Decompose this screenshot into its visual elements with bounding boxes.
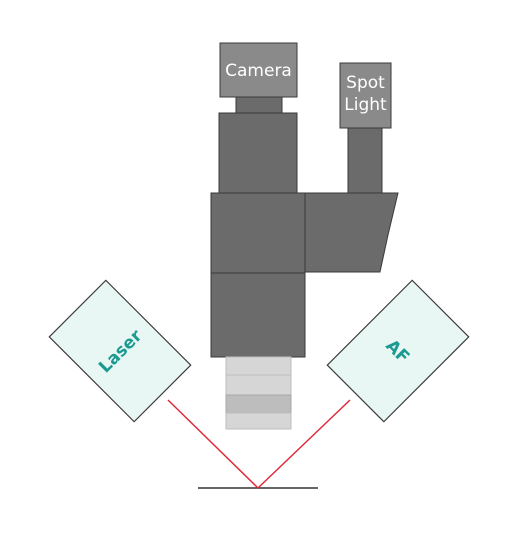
objective-middle-ring <box>225 374 292 396</box>
af-box: AF <box>326 279 470 423</box>
laser-box-body <box>48 279 192 423</box>
af-box-body <box>326 279 470 423</box>
spot-light-stem <box>347 127 383 194</box>
spot-light-label-line2: Light <box>344 95 387 115</box>
laser-beam-reflected <box>257 399 351 489</box>
camera-adapter <box>235 96 283 114</box>
spot-light-label-line1: Spot <box>346 73 385 93</box>
objective-top-ring <box>225 356 292 376</box>
microscope-middle-body <box>210 192 306 274</box>
illuminator-housing <box>304 192 399 273</box>
objective-lens <box>225 356 292 430</box>
camera-box <box>219 42 298 98</box>
microscope-upper-tube <box>218 112 298 194</box>
objective-tip <box>225 412 292 430</box>
laser-beam-incident <box>167 399 259 489</box>
spot-light-module: Spot Light <box>339 62 392 129</box>
camera-label: Camera <box>225 61 292 81</box>
objective-lower-ring <box>225 394 292 414</box>
laser-box: Laser <box>48 279 192 423</box>
camera-module: Camera <box>219 42 298 98</box>
spot-light-box <box>339 62 392 129</box>
microscope-lower-body <box>210 272 306 358</box>
